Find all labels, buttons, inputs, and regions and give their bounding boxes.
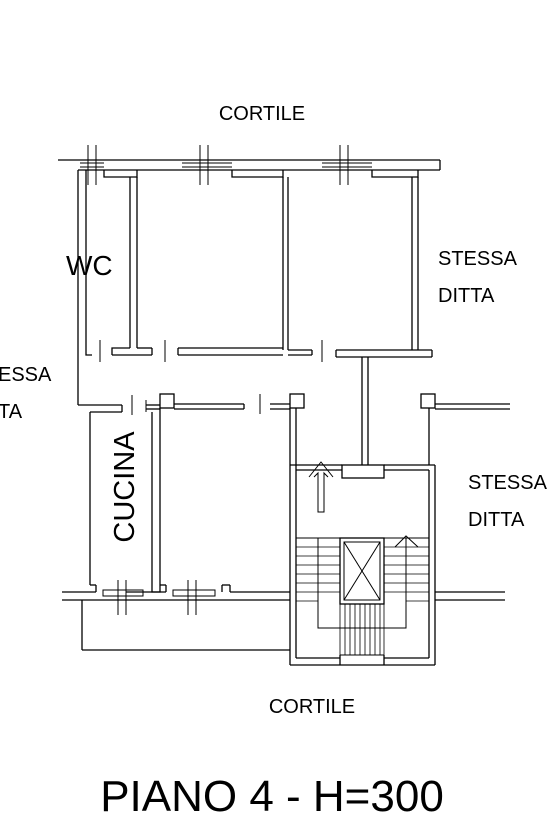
lower-rooms-walls xyxy=(78,357,510,593)
stessa-ditta-right-top-line1: STESSA xyxy=(438,248,518,270)
elevator-shaft xyxy=(339,537,385,605)
upper-rooms-walls xyxy=(77,170,433,405)
window-top-3 xyxy=(322,145,372,185)
floor-title: PIANO 4 - H=300 xyxy=(100,772,444,821)
stair-treads-left xyxy=(296,546,340,602)
wc-label: WC xyxy=(66,250,113,281)
stessa-ditta-right-mid-line1: STESSA xyxy=(468,472,548,494)
stair-up-arrow-icon xyxy=(308,461,334,513)
stairwell xyxy=(289,461,436,666)
bottom-facade-wall xyxy=(62,580,505,651)
stair-treads-right xyxy=(384,535,429,602)
window-bottom-1 xyxy=(100,580,146,615)
top-facade-wall xyxy=(58,145,441,185)
cortile-top-label: CORTILE xyxy=(219,103,305,125)
window-top-2 xyxy=(182,145,232,185)
stessa-ditta-left-line2: TA xyxy=(0,401,23,423)
stessa-ditta-right-mid-line2: DITTA xyxy=(468,509,525,531)
window-top-1 xyxy=(80,145,104,185)
cucina-label: CUCINA xyxy=(109,431,141,543)
stair-treads-bottom xyxy=(339,604,385,655)
cortile-bottom-label: CORTILE xyxy=(269,696,355,718)
stessa-ditta-left-line1: ESSA xyxy=(0,364,52,386)
stessa-ditta-right-top-line2: DITTA xyxy=(438,285,495,307)
window-bottom-2 xyxy=(170,580,218,615)
